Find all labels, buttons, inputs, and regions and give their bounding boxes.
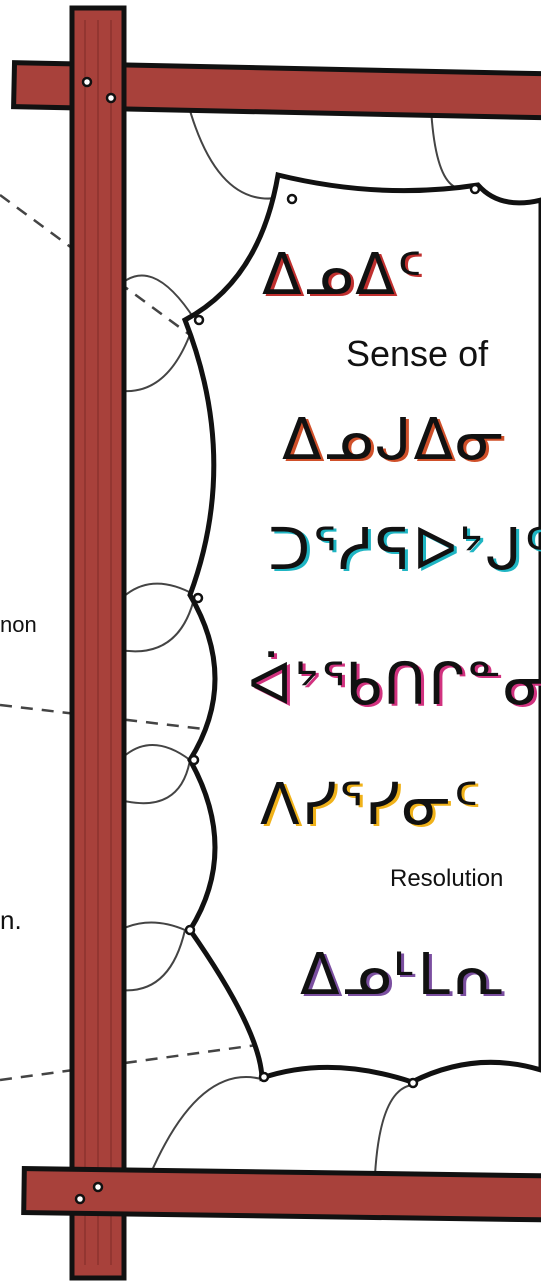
nail-icon	[81, 76, 93, 88]
syllabics-row: ᐋᔾᖃᑎᒋᓐᓂ	[248, 650, 541, 718]
syllabics-row: ᐃᓄᒻᒪᕆ	[300, 940, 507, 1008]
top-beam	[11, 60, 541, 121]
banner-hide	[181, 171, 541, 1085]
left-fragment: non	[0, 612, 37, 637]
syllabics-row: ᐱᓯᕐᓯᓂᑦ	[260, 770, 481, 838]
bottom-beam	[21, 1166, 541, 1223]
english-caption: Sense of	[346, 333, 489, 374]
english-caption: Resolution	[390, 865, 504, 892]
nail-icon	[92, 1181, 104, 1193]
syllabics-row: ᑐᕐᓱᕋᐅᔾᒍᑦ	[268, 515, 541, 583]
left-fragment: n.	[0, 905, 22, 935]
nail-icon	[105, 92, 117, 104]
nail-icon	[74, 1193, 86, 1205]
syllabics-row: ᐃᓄᐃᑦ	[262, 240, 424, 308]
banner-holes	[184, 183, 481, 1089]
syllabics-row: ᐃᓄᒍᐃᓂ	[282, 405, 507, 473]
wooden-frame	[11, 5, 541, 1281]
